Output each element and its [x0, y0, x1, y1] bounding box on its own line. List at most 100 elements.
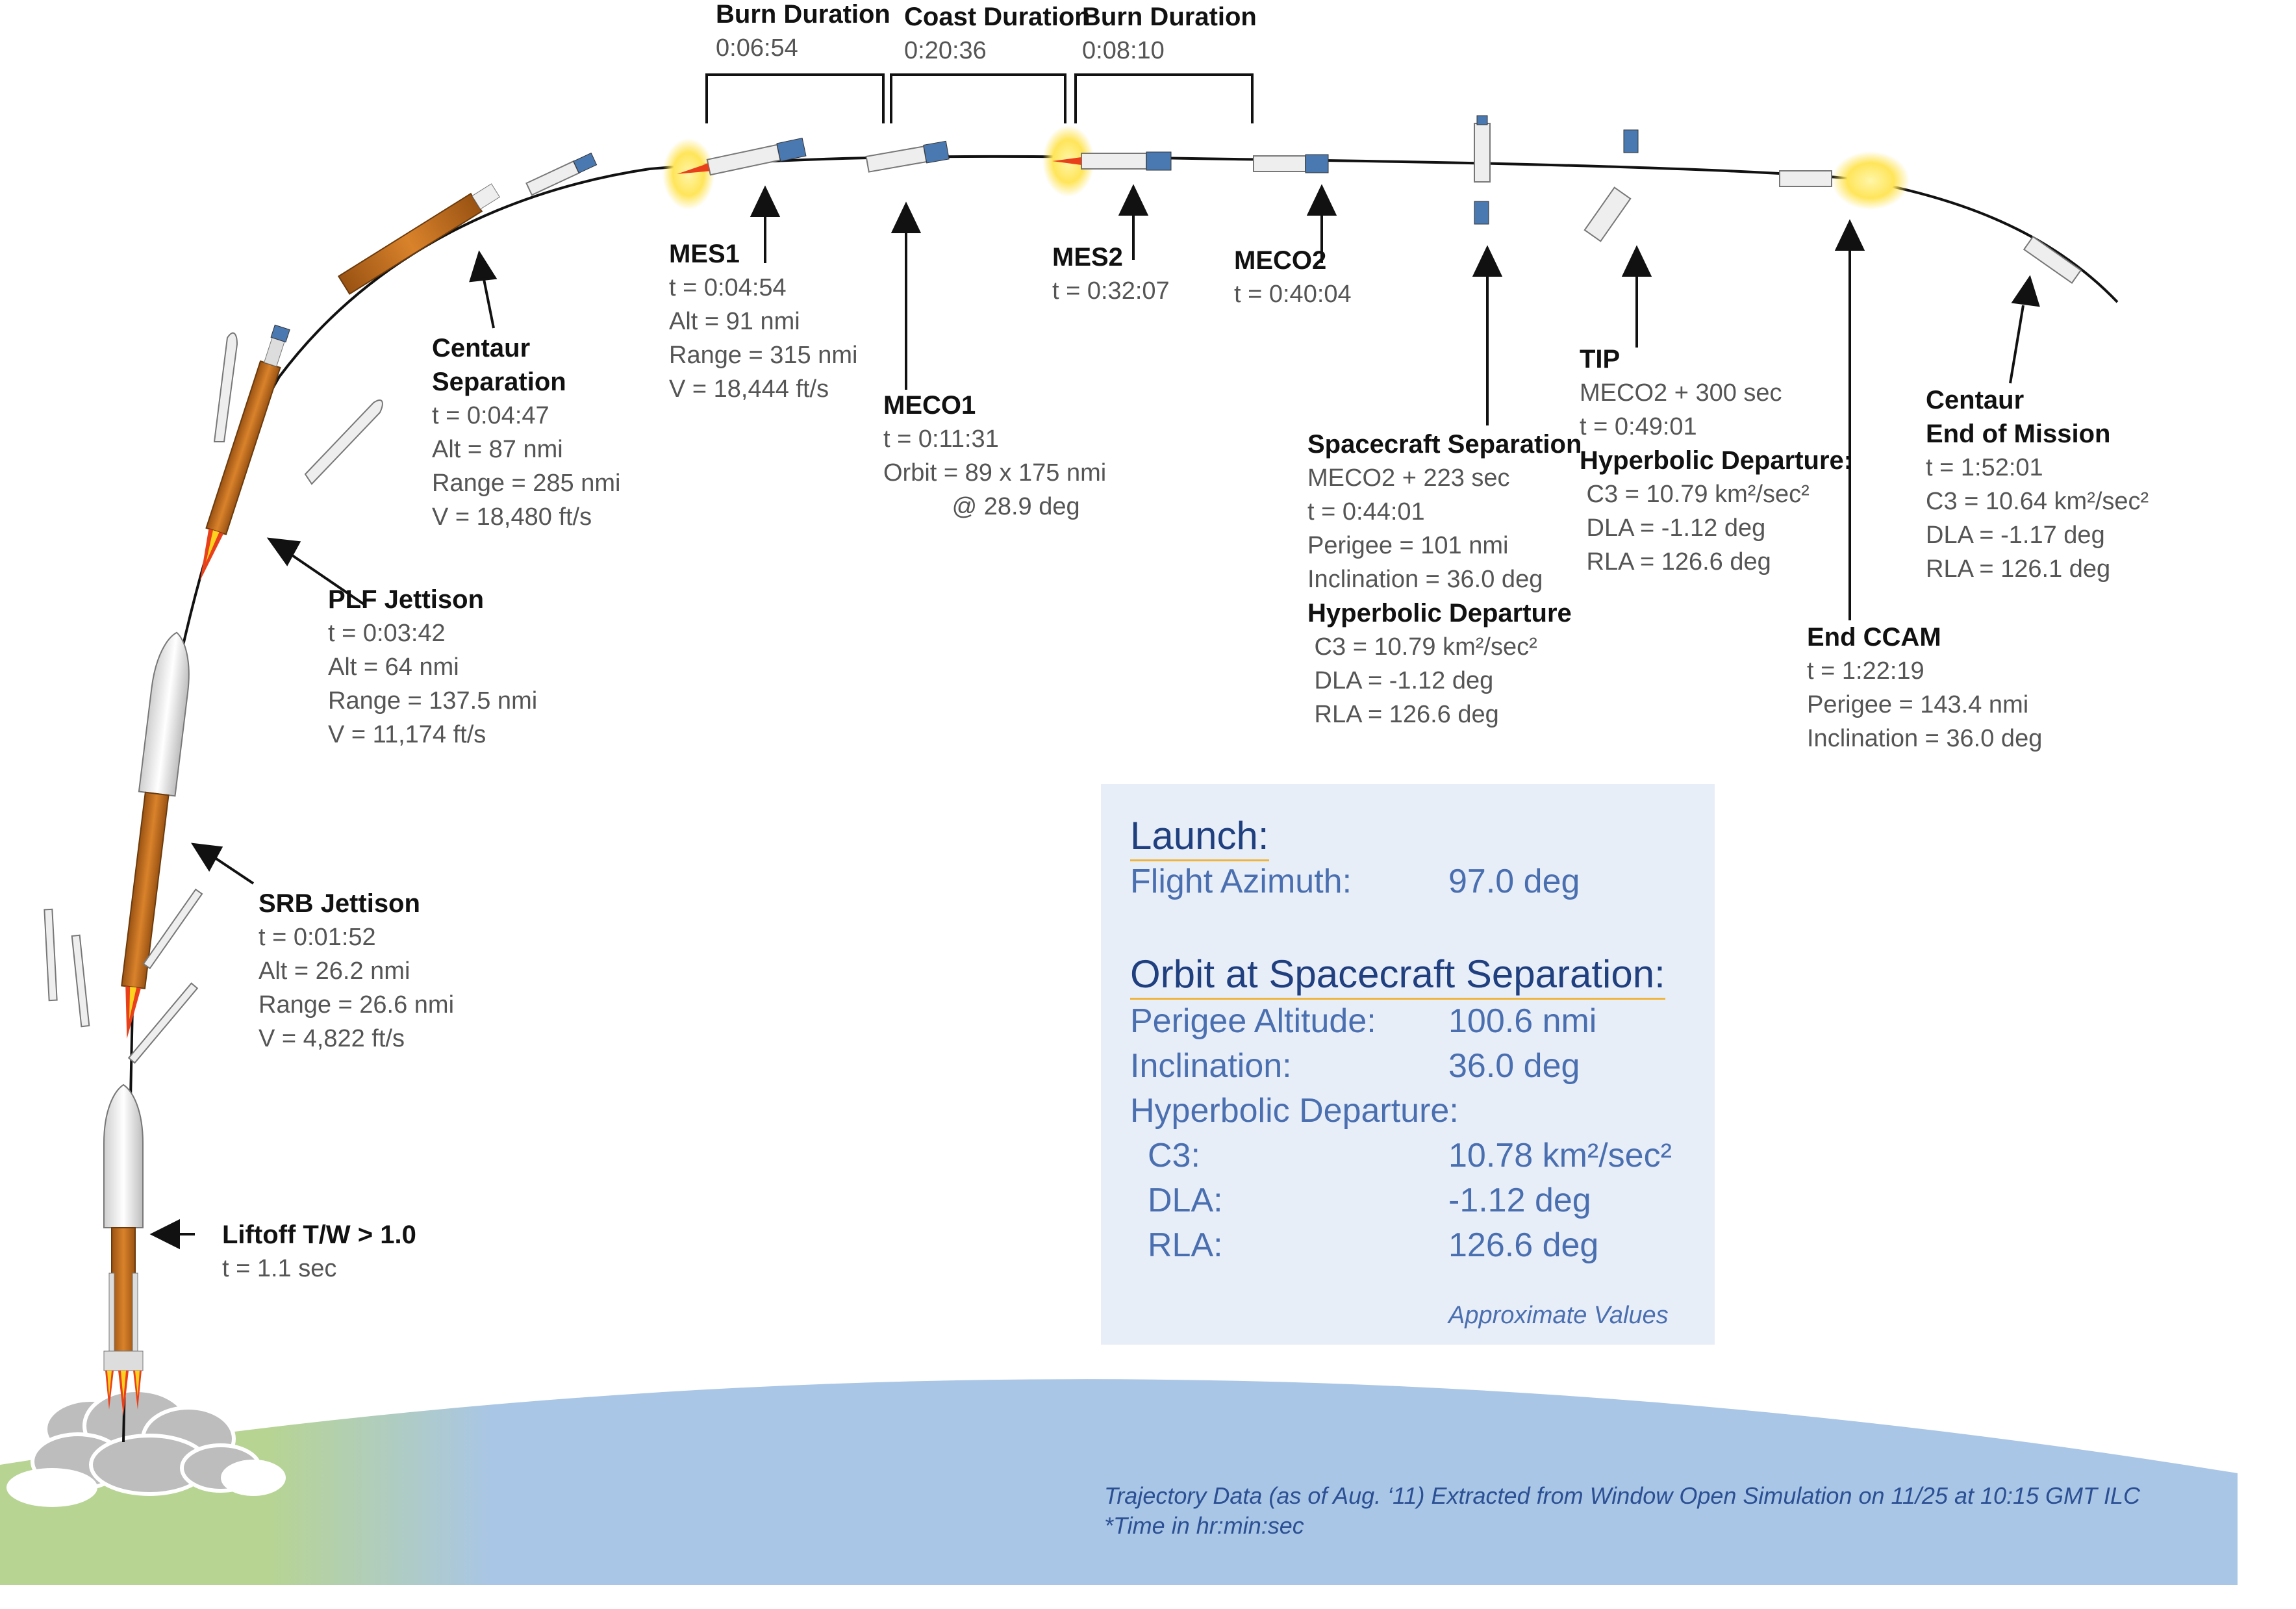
rla-label: RLA: [1148, 1226, 1223, 1264]
event-line: t = 0:44:01 [1307, 498, 1425, 526]
footer-note: Trajectory Data (as of Aug. ‘11) Extract… [1104, 1481, 2140, 1541]
perigee-value: 100.6 nmi [1448, 1002, 1597, 1040]
event-line: t = 0:49:01 [1580, 413, 1697, 440]
duration-value: 0:20:36 [904, 37, 987, 64]
earth-ground [0, 1379, 2238, 1585]
event-line: V = 18,480 ft/s [432, 503, 592, 531]
event-line: Range = 315 nmi [669, 342, 858, 369]
event-line: Alt = 64 nmi [328, 653, 459, 681]
event-line: RLA = 126.1 deg [1926, 555, 2111, 583]
launch-heading: Launch: [1130, 813, 1269, 861]
c3-value: 10.78 km²/sec² [1448, 1137, 1672, 1174]
event-line: t = 1:52:01 [1926, 454, 2043, 481]
event-line: t = 1:22:19 [1807, 657, 1924, 685]
centaur-separation-vehicle [337, 183, 501, 295]
event-end-ccam: End CCAM t = 1:22:19 Perigee = 143.4 nmi… [1807, 620, 2042, 755]
c3-label: C3: [1148, 1137, 1200, 1174]
event-title: MECO1 [883, 391, 976, 420]
hyperbolic-label: Hyperbolic Departure: [1130, 1092, 1459, 1130]
approximate-values-note: Approximate Values [1448, 1302, 1669, 1329]
event-line: t = 0:03:42 [328, 620, 446, 647]
dla-value: -1.12 deg [1448, 1182, 1591, 1219]
event-title: MES2 [1052, 243, 1123, 272]
fairing-halves [213, 332, 383, 485]
tip-vehicle [1583, 129, 1639, 242]
event-line: t = 0:01:52 [259, 924, 376, 951]
event-line: Inclination = 36.0 deg [1807, 725, 2043, 752]
inclination-value: 36.0 deg [1448, 1047, 1580, 1085]
event-line: Alt = 87 nmi [432, 436, 563, 463]
event-line: MECO2 + 300 sec [1580, 379, 1782, 407]
event-centaur-end-of-mission: Centaur End of Mission t = 1:52:01 C3 = … [1926, 383, 2149, 586]
plf-jettison-rocket [200, 324, 290, 581]
event-subtitle: Hyperbolic Departure: [1580, 446, 1853, 475]
orbit-heading: Orbit at Spacecraft Separation: [1130, 952, 1665, 1000]
mes1-vehicle [677, 138, 807, 176]
event-line: t = 0:04:54 [669, 274, 787, 301]
duration-brackets [705, 73, 1254, 123]
mes1-engine-glow [662, 138, 714, 210]
event-title: MES1 [669, 240, 740, 268]
mission-info-panel: Launch: Flight Azimuth: 97.0 deg Orbit a… [1101, 784, 1715, 1345]
event-meco2: MECO2 t = 0:40:04 [1234, 244, 1352, 311]
event-plf-jettison: PLF Jettison t = 0:03:42 Alt = 64 nmi Ra… [328, 583, 537, 752]
footer-line: Trajectory Data (as of Aug. ‘11) Extract… [1104, 1482, 2141, 1509]
duration-title: Coast Duration [904, 3, 1091, 31]
flight-azimuth-label: Flight Azimuth: [1130, 863, 1352, 900]
meco2-vehicle [1253, 154, 1329, 173]
centaur-upper-stage [525, 152, 598, 196]
jettisoned-srbs [44, 888, 203, 1064]
event-liftoff: Liftoff T/W > 1.0 t = 1.1 sec [222, 1218, 416, 1286]
event-line: Range = 26.6 nmi [259, 991, 455, 1019]
event-subtitle: Hyperbolic Departure [1307, 599, 1572, 627]
perigee-label: Perigee Altitude: [1130, 1002, 1376, 1040]
flight-azimuth-value: 97.0 deg [1448, 863, 1580, 900]
event-line: t = 0:40:04 [1234, 281, 1352, 308]
event-title: SRB Jettison [259, 889, 420, 918]
event-tip: TIP MECO2 + 300 sec t = 0:49:01 Hyperbol… [1580, 342, 1852, 579]
event-line: t = 1.1 sec [222, 1255, 337, 1282]
duration-value: 0:06:54 [716, 34, 798, 62]
event-title: Separation [432, 368, 566, 396]
meco1-vehicle [865, 140, 950, 173]
duration-value: 0:08:10 [1082, 37, 1165, 64]
event-centaur-separation: Centaur Separation t = 0:04:47 Alt = 87 … [432, 331, 620, 534]
event-line: Perigee = 143.4 nmi [1807, 691, 2029, 718]
event-meco1: MECO1 t = 0:11:31 Orbit = 89 x 175 nmi @… [883, 388, 1106, 524]
event-line: Perigee = 101 nmi [1307, 532, 1509, 559]
event-title: End of Mission [1926, 420, 2111, 448]
event-line: DLA = -1.12 deg [1307, 667, 1494, 694]
event-title: Centaur [432, 334, 531, 362]
event-title: TIP [1580, 345, 1621, 374]
event-mes2: MES2 t = 0:32:07 [1052, 240, 1170, 308]
event-line: MECO2 + 223 sec [1307, 464, 1510, 492]
event-title: Centaur [1926, 386, 2025, 414]
event-line: @ 28.9 deg [883, 493, 1080, 520]
event-line: RLA = 126.6 deg [1307, 701, 1499, 728]
end-ccam-vehicle [1779, 170, 1832, 187]
event-title: Liftoff T/W > 1.0 [222, 1221, 416, 1249]
event-line: Alt = 91 nmi [669, 308, 800, 335]
duration-title: Burn Duration [1082, 3, 1257, 31]
event-srb-jettison: SRB Jettison t = 0:01:52 Alt = 26.2 nmi … [259, 887, 454, 1056]
event-spacecraft-separation: Spacecraft Separation MECO2 + 223 sec t … [1307, 427, 1582, 731]
event-line: t = 0:32:07 [1052, 277, 1170, 305]
event-line: Alt = 26.2 nmi [259, 957, 410, 985]
event-title: Spacecraft Separation [1307, 430, 1582, 459]
event-title: PLF Jettison [328, 585, 485, 614]
event-line: DLA = -1.17 deg [1926, 522, 2105, 549]
event-title: End CCAM [1807, 623, 1941, 652]
event-line: V = 18,444 ft/s [669, 375, 829, 403]
event-title: MECO2 [1234, 246, 1327, 275]
event-line: V = 4,822 ft/s [259, 1025, 405, 1052]
event-line: t = 0:04:47 [432, 402, 549, 429]
event-line: Orbit = 89 x 175 nmi [883, 459, 1107, 487]
event-line: DLA = -1.12 deg [1580, 514, 1766, 542]
pointer-arrows [149, 184, 2040, 1250]
centaur-eom-vehicle [2023, 235, 2082, 285]
mes2-vehicle [1052, 151, 1172, 171]
duration-burn1: Burn Duration 0:06:54 [716, 0, 890, 65]
srb-jettison-rocket [121, 631, 190, 1039]
event-line: Range = 137.5 nmi [328, 687, 538, 715]
